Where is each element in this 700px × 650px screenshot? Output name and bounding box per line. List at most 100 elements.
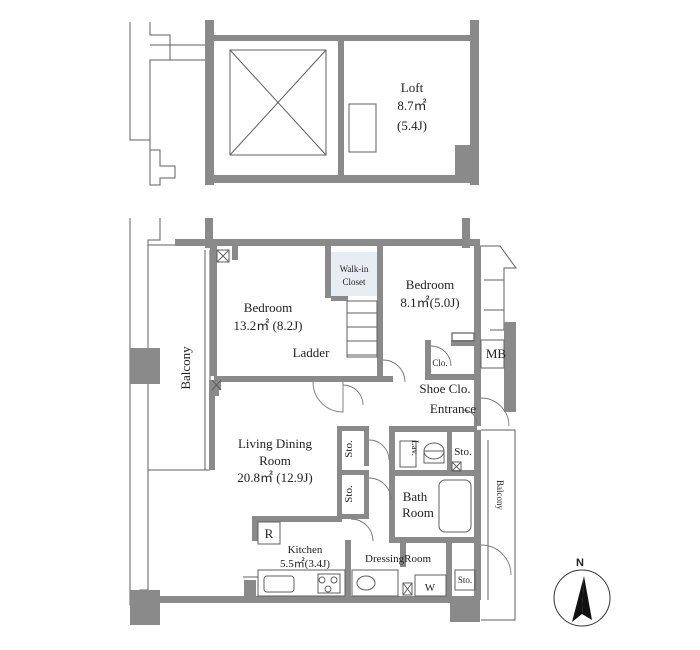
compass-needle-right <box>582 576 592 620</box>
wall-east-upper <box>474 246 481 426</box>
mb-box <box>480 339 505 369</box>
fridge-box <box>257 521 281 545</box>
bedroom-marker <box>216 249 230 263</box>
bath-line1: Bath <box>403 489 428 504</box>
compass-needle-icon <box>572 576 584 622</box>
wall-bath-south <box>389 537 477 543</box>
loft-exterior-outline <box>129 22 176 186</box>
north-compass: N <box>553 557 611 627</box>
lav-counter <box>399 440 417 468</box>
wall-bath-north <box>389 470 477 476</box>
vanity-basin-icon <box>356 575 376 591</box>
wall-kitchen-north <box>252 516 342 522</box>
door-bath[interactable] <box>368 477 392 501</box>
sto4-label: Sto. <box>458 575 472 585</box>
wall-kitchen-west <box>252 516 258 541</box>
loft-name: Loft <box>401 80 424 95</box>
wall-bed2-south-stub <box>383 376 393 382</box>
kitchen-pillar <box>244 580 256 596</box>
bedroom-marker-x2 <box>216 249 230 263</box>
balcony-west-label: Balcony <box>178 346 193 390</box>
stove-icon <box>317 573 341 594</box>
loft-void-x2 <box>229 49 327 156</box>
wall-lav-north <box>389 426 477 432</box>
wall-sto3-west <box>447 432 452 470</box>
loft-wall-west <box>205 20 214 185</box>
sto1-label: Sto. <box>343 440 355 458</box>
wall-north <box>175 239 480 246</box>
loft-area: 8.7㎡ <box>397 98 426 113</box>
bedroom1-area: 13.2㎡ (8.2J) <box>234 318 303 333</box>
wall-washer-east <box>446 543 452 598</box>
loft-pillar <box>455 145 470 175</box>
door-clo[interactable] <box>430 345 452 367</box>
wall-sto2-south <box>337 514 369 519</box>
pillar-se <box>450 596 480 622</box>
pillar-sw <box>130 590 160 625</box>
wall-clo-south <box>425 374 480 380</box>
sto-marker <box>451 461 462 472</box>
loft-void-box <box>229 49 327 156</box>
sto3-label: Sto. <box>454 446 472 458</box>
wall-clo-west <box>425 340 431 376</box>
wall-bedroom-nw-stub <box>232 246 238 260</box>
wall-ldk-west <box>209 380 215 470</box>
loft-wall-south <box>205 175 479 183</box>
wall-east-lower <box>474 430 481 600</box>
wall-west-bedroom <box>210 246 217 376</box>
wall-sto1-north <box>337 426 367 431</box>
loft-wall-east <box>470 20 479 185</box>
wall-east-mb <box>504 322 516 412</box>
toilet-tank <box>423 450 445 464</box>
loft-wall-north <box>205 35 479 41</box>
wall-closet-west <box>325 246 331 298</box>
wall-kitchen-east <box>345 540 351 596</box>
main-level: Bedroom 13.2㎡ (8.2J) Walk-in Closet Bedr… <box>129 218 517 625</box>
kitchen-name: Kitchen <box>288 544 323 556</box>
shoe-closet-label: Shoe Clo. <box>419 381 470 396</box>
living-line2: Room <box>259 453 291 468</box>
door-lav[interactable] <box>368 439 390 461</box>
pillar-west <box>130 348 160 384</box>
entrance-label: Entrance <box>430 401 476 416</box>
fridge-label: R <box>265 526 274 541</box>
door-dressing[interactable] <box>350 518 374 542</box>
loft-jo: (5.4J) <box>397 118 427 133</box>
washer-box <box>414 574 447 597</box>
bedroom1-name: Bedroom <box>244 300 292 315</box>
door-hall[interactable] <box>342 384 364 406</box>
stove-burner-3 <box>324 585 332 593</box>
west-exterior-outline <box>129 218 161 606</box>
wall-closet-east <box>377 246 383 382</box>
door-bedroom2[interactable] <box>382 359 406 383</box>
stove-burner-1 <box>318 576 326 584</box>
kitchen-area: 5.5㎡(3.4J) <box>280 557 330 570</box>
ladder-box <box>346 300 378 358</box>
bathtub-icon <box>438 479 472 533</box>
door-shoe-closet[interactable] <box>462 409 478 425</box>
living-area: 20.8㎡ (12.9J) <box>237 470 312 485</box>
ladder-label: Ladder <box>293 345 330 360</box>
sto4-box <box>454 569 476 591</box>
kitchen-counter <box>257 569 346 597</box>
wall-north-stub-left <box>205 218 213 248</box>
door-east-balcony[interactable] <box>480 544 512 576</box>
wall-closet-south <box>331 296 348 301</box>
door-bedroom1[interactable] <box>312 381 344 413</box>
wall-dressing-east-upper <box>400 543 406 567</box>
bedroom2-name: Bedroom <box>406 277 454 292</box>
door-entrance[interactable] <box>480 397 510 427</box>
clo-shelf <box>451 332 475 342</box>
bedroom2-area: 8.1㎡(5.0J) <box>400 295 459 310</box>
balcony-east-label: Balcony <box>495 480 505 510</box>
sto-marker-x2 <box>451 461 462 472</box>
wall-sto-divider <box>337 470 369 475</box>
dressing-marker <box>402 582 413 596</box>
washer-label: W <box>425 582 436 594</box>
compass-circle <box>553 569 611 627</box>
marker-x2 <box>211 379 222 391</box>
compass-label: N <box>576 557 584 569</box>
mb-label: MB <box>486 346 507 361</box>
wall-bath-west <box>389 470 395 542</box>
